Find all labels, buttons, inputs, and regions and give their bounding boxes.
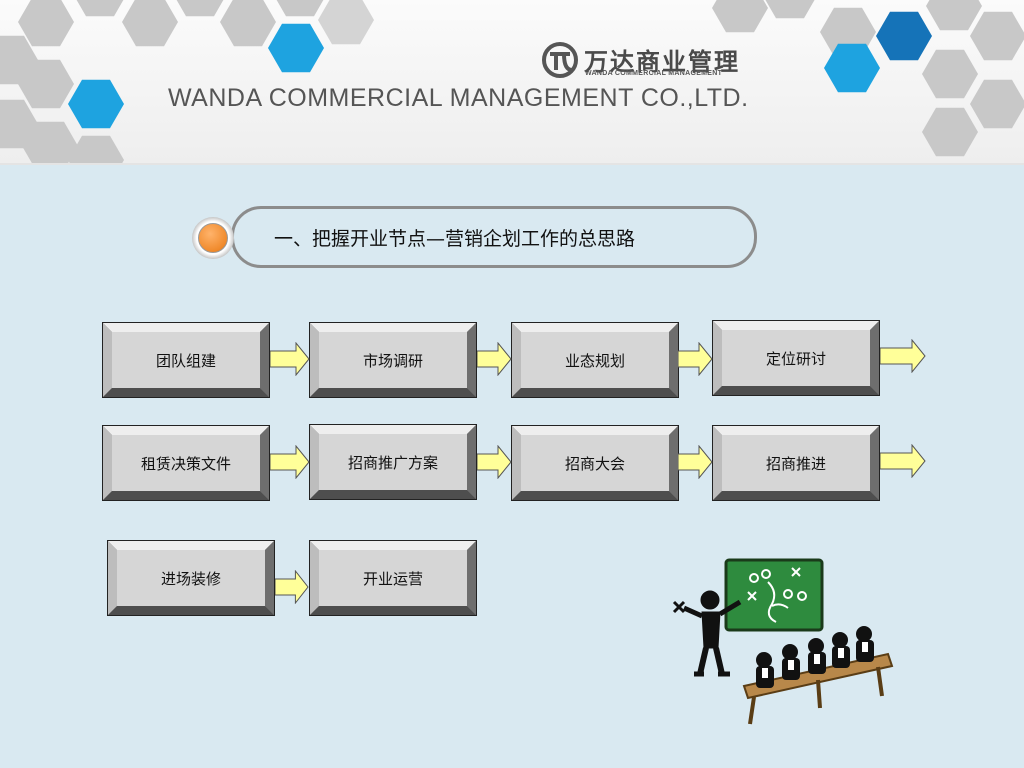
process-step-box: 招商大会 <box>511 425 679 501</box>
hexagon-shape <box>18 0 74 47</box>
flow-arrow-icon <box>880 339 926 373</box>
logo-chinese-text: 万达商业管理 <box>584 48 740 76</box>
hexagon-shape <box>765 0 815 19</box>
process-step-label: 开业运营 <box>319 550 467 606</box>
hexagon-shape <box>926 0 982 31</box>
hexagon-shape <box>318 0 374 45</box>
hexagon-shape <box>922 107 978 157</box>
process-step-box: 开业运营 <box>309 540 477 616</box>
hexagon-shape <box>876 11 932 61</box>
process-step-label: 定位研讨 <box>722 330 870 386</box>
bevel-frame <box>713 321 879 395</box>
bevel-frame <box>310 425 476 499</box>
bevel-frame <box>310 541 476 615</box>
bevel-frame <box>103 323 269 397</box>
hexagon-shape <box>220 0 276 47</box>
hexagon-shape <box>824 43 880 93</box>
title-frame <box>231 206 757 268</box>
hexagon-shape <box>970 79 1024 129</box>
slide-title: 一、把握开业节点—营销企划工作的总思路 <box>274 228 636 250</box>
hexagon-shape <box>68 135 124 165</box>
bevel-frame <box>512 426 678 500</box>
process-step-label: 进场装修 <box>117 550 265 606</box>
bevel-frame <box>310 323 476 397</box>
process-step-label: 招商推广方案 <box>319 434 467 490</box>
hexagon-shape <box>18 59 74 109</box>
process-step-box: 团队组建 <box>102 322 270 398</box>
process-step-label: 业态规划 <box>521 332 669 388</box>
coach-blackboard-clipart <box>672 558 894 725</box>
process-step-box: 招商推进 <box>712 425 880 501</box>
flow-arrow-icon <box>270 342 310 376</box>
hexagon-shape <box>276 0 324 17</box>
process-step-box: 进场装修 <box>107 540 275 616</box>
hexagon-shape <box>712 0 768 33</box>
flow-arrow-icon <box>678 342 713 376</box>
hexagon-shape <box>268 23 324 73</box>
bevel-frame <box>713 426 879 500</box>
process-step-label: 市场调研 <box>319 332 467 388</box>
hexagon-pattern <box>0 0 1024 165</box>
flow-arrow-icon <box>880 444 926 478</box>
hexagon-shape <box>22 121 78 165</box>
process-step-label: 招商大会 <box>521 435 669 491</box>
process-step-box: 招商推广方案 <box>309 424 477 500</box>
bevel-frame <box>512 323 678 397</box>
bevel-frame <box>108 541 274 615</box>
flow-arrow-icon <box>477 445 512 479</box>
process-step-box: 市场调研 <box>309 322 477 398</box>
process-step-box: 业态规划 <box>511 322 679 398</box>
flow-arrow-icon <box>275 570 309 604</box>
hexagon-shape <box>122 0 178 47</box>
flow-arrow-icon <box>477 342 512 376</box>
bevel-frame <box>103 426 269 500</box>
process-step-label: 租赁决策文件 <box>112 435 260 491</box>
orange-bullet-dot <box>198 223 228 253</box>
hexagon-shape <box>922 49 978 99</box>
flow-arrow-icon <box>270 445 310 479</box>
company-name: WANDA COMMERCIAL MANAGEMENT CO.,LTD. <box>168 84 749 112</box>
process-step-box: 租赁决策文件 <box>102 425 270 501</box>
hexagon-shape <box>76 0 124 17</box>
logo-english-text: WANDA COMMERCIAL MANAGEMENT <box>585 70 723 77</box>
process-step-label: 招商推进 <box>722 435 870 491</box>
header-divider <box>0 163 1024 165</box>
hexagon-shape <box>68 79 124 129</box>
header-banner: 万达商业管理 WANDA COMMERCIAL MANAGEMENT WANDA… <box>0 0 1024 165</box>
hexagon-shape <box>970 11 1024 61</box>
process-step-label: 团队组建 <box>112 332 260 388</box>
flow-arrow-icon <box>678 445 713 479</box>
hexagon-shape <box>176 0 224 17</box>
wanda-logo-icon <box>542 42 578 78</box>
process-step-box: 定位研讨 <box>712 320 880 396</box>
